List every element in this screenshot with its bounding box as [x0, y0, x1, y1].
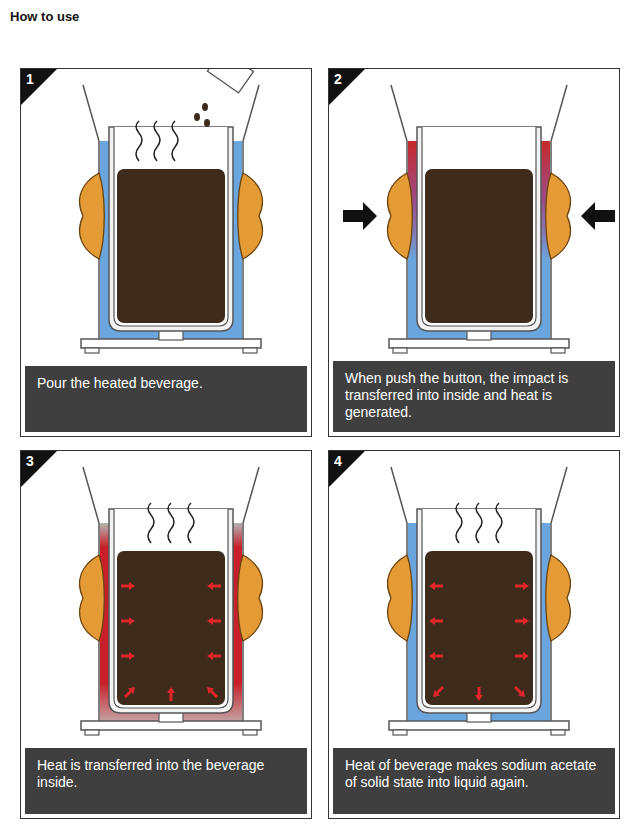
caption-box: When push the button, the impact is tran…: [333, 361, 615, 432]
step-panel: 2When push the button, the impact is tra…: [328, 68, 620, 437]
cup-illustration: [21, 69, 310, 369]
caption-box: Pour the heated beverage.: [25, 366, 307, 432]
step-panel: 4Heat of beverage makes sodium acetate o…: [328, 450, 620, 819]
cup-illustration: [329, 451, 618, 751]
callout-number: 1: [26, 71, 34, 87]
cup-illustration: [329, 69, 618, 369]
cup-illustration: [21, 451, 310, 751]
callout-number: 3: [26, 453, 34, 469]
callout-number: 4: [334, 453, 342, 469]
caption-box: Heat of beverage makes sodium acetate of…: [333, 748, 615, 814]
step-panel: 3Heat is transferred into the beverage i…: [20, 450, 312, 819]
caption-box: Heat is transferred into the beverage in…: [25, 748, 307, 814]
caption-text: Heat is transferred into the beverage in…: [37, 757, 295, 791]
callout-number: 2: [334, 71, 342, 87]
caption-text: Heat of beverage makes sodium acetate of…: [345, 757, 603, 791]
caption-text: Pour the heated beverage.: [37, 375, 295, 392]
step-panel: 1Pour the heated beverage.: [20, 68, 312, 437]
diagram-title: How to use: [10, 9, 79, 24]
caption-text: When push the button, the impact is tran…: [345, 370, 603, 421]
